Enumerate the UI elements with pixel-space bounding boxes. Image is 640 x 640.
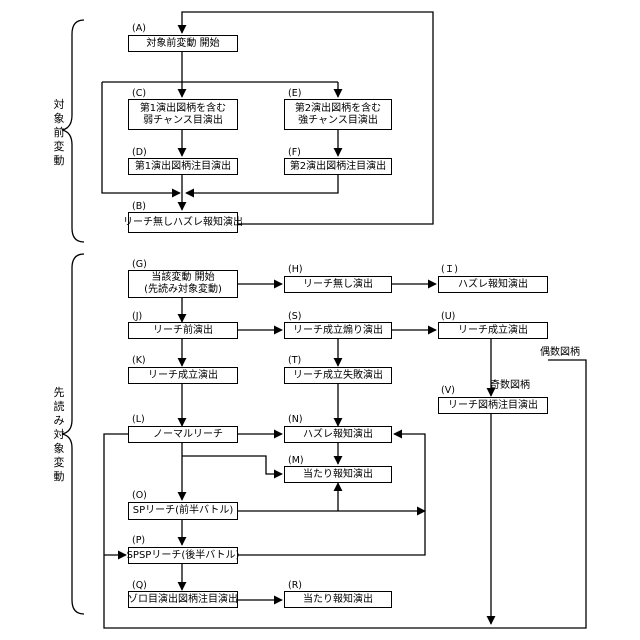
node-v-reach-symbol-focus: リーチ図柄注目演出 [438,397,548,414]
tag-p: (P) [132,535,145,546]
node-s-reach-tease: リーチ成立煽り演出 [284,322,392,339]
tag-v: (V) [441,385,455,396]
node-e-strong-chance: 第2演出図柄を含む 強チャンス目演出 [284,99,392,130]
node-m-win-notify: 当たり報知演出 [284,466,392,483]
node-p-line-1: SPSPリーチ(後半バトル) [127,550,240,562]
tag-t: (T) [288,355,301,366]
tag-e: (E) [288,88,301,99]
node-n-line-1: ハズレ報知演出 [303,429,373,441]
tag-h: (H) [288,264,303,275]
node-d-first-symbol-focus: 第1演出図柄注目演出 [128,158,238,175]
node-h-line-1: リーチ無し演出 [303,279,373,291]
node-k-reach-success: リーチ成立演出 [128,367,238,384]
node-l-normal-reach: ノーマルリーチ [128,426,238,443]
node-n-miss-notify: ハズレ報知演出 [284,426,392,443]
node-o-sp-reach: SPリーチ(前半バトル) [128,502,238,520]
node-f-second-symbol-focus: 第2演出図柄注目演出 [284,158,392,175]
tag-n: (N) [288,414,303,425]
edge-l-m [182,456,282,474]
tag-m: (M) [288,455,304,466]
tag-u: (U) [441,311,455,322]
node-r-line-1: 当たり報知演出 [303,594,373,606]
node-c-weak-chance: 第1演出図柄を含む 弱チャンス目演出 [128,99,238,130]
tag-b: (B) [132,201,146,212]
node-j-pre-reach: リーチ前演出 [128,322,238,339]
node-g-line-1: 当該変動 開始 [151,272,214,284]
node-q-double-symbol-focus: ゾロ目演出図柄注目演出 [128,591,238,608]
node-b-no-reach-miss: リーチ無しハズレ報知演出 [128,212,238,233]
tag-i: (Ｉ) [441,264,458,275]
tag-a: (A) [132,23,146,34]
node-l-line-1: ノーマルリーチ [153,429,223,441]
node-c-line-2: 弱チャンス目演出 [143,115,223,127]
node-h-no-reach: リーチ無し演出 [284,276,392,293]
node-e-line-2: 強チャンス目演出 [298,115,378,127]
tag-q: (Q) [132,580,147,591]
node-t-line-1: リーチ成立失敗演出 [293,370,383,382]
tag-r: (R) [288,580,302,591]
node-e-line-1: 第2演出図柄を含む [295,103,381,115]
edge-f-merge [186,175,338,193]
node-g-current-variation-start: 当該変動 開始 (先読み対象変動) [128,270,238,298]
phase-label-prefetch-target: 先読み対象変動 [52,386,66,484]
node-q-line-1: ゾロ目演出図柄注目演出 [128,594,238,606]
node-f-line-1: 第2演出図柄注目演出 [290,161,386,173]
node-u-line-1: リーチ成立演出 [458,325,528,337]
node-t-reach-fail: リーチ成立失敗演出 [284,367,392,384]
node-o-line-1: SPリーチ(前半バトル) [133,505,233,517]
node-a-pre-target-start: 対象前変動 開始 [128,35,238,52]
tag-d: (D) [132,147,147,158]
tag-j: (J) [132,311,142,322]
tag-k: (K) [132,355,146,366]
phase-label-target-pre: 対象前変動 [52,98,66,168]
node-k-line-1: リーチ成立演出 [148,370,218,382]
tag-l: (L) [132,414,145,425]
edge-label-even: 偶数図柄 [540,347,580,359]
tag-s: (S) [288,311,301,322]
edge-label-odd: 奇数図柄 [490,380,530,392]
node-s-line-1: リーチ成立煽り演出 [293,325,383,337]
node-g-line-2: (先読み対象変動) [144,284,222,296]
node-b-line-1: リーチ無しハズレ報知演出 [123,217,243,229]
node-j-line-1: リーチ前演出 [153,325,213,337]
edge-p-n [238,434,425,555]
node-u-reach-success: リーチ成立演出 [438,322,548,339]
tag-c: (C) [132,88,146,99]
node-i-line-1: ハズレ報知演出 [458,279,528,291]
node-p-spsp-reach: SPSPリーチ(後半バトル) [128,547,238,564]
node-v-line-1: リーチ図柄注目演出 [448,400,538,412]
edge-a-split [102,52,338,82]
node-m-line-1: 当たり報知演出 [303,469,373,481]
tag-f: (F) [288,147,301,158]
tag-g: (G) [132,259,147,270]
node-d-line-1: 第1演出図柄注目演出 [135,161,231,173]
node-i-miss-notify: ハズレ報知演出 [438,276,548,293]
node-c-line-1: 第1演出図柄を含む [140,103,226,115]
tag-o: (O) [132,490,147,501]
node-r-win-notify: 当たり報知演出 [284,591,392,608]
node-a-line-1: 対象前変動 開始 [146,38,219,50]
